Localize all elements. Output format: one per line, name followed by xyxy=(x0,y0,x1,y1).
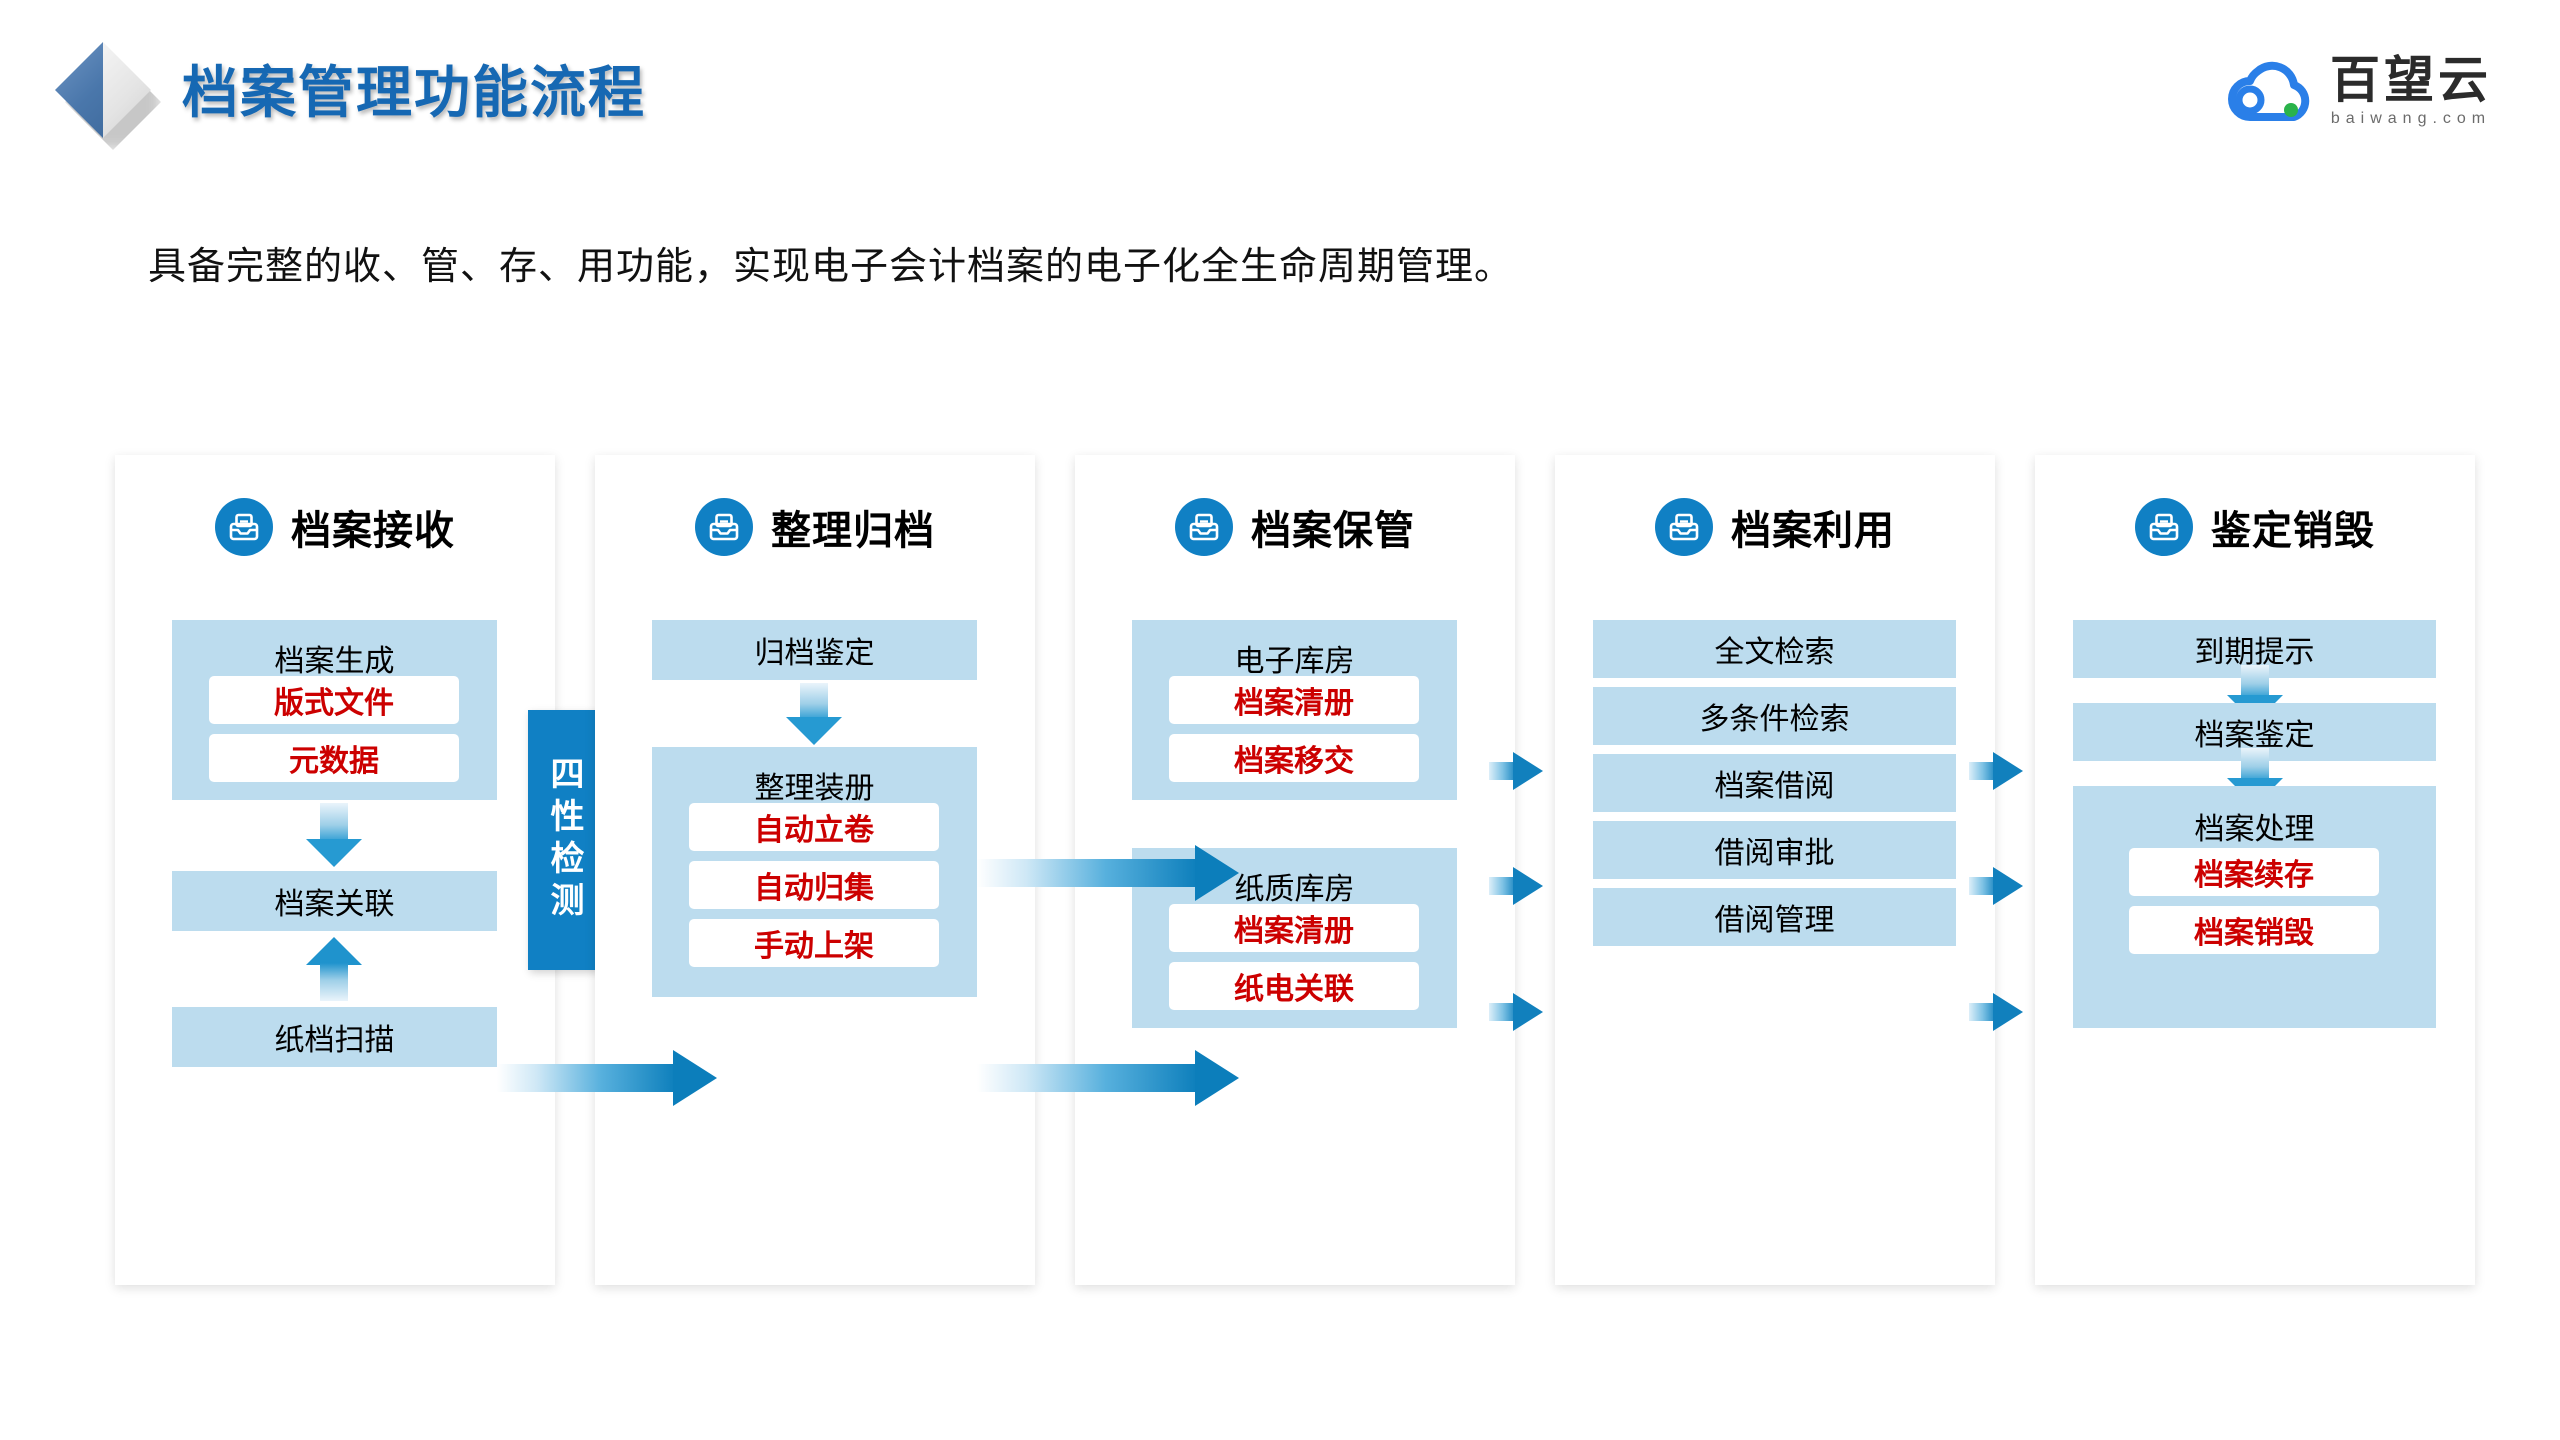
item-chip[interactable]: 自动归集 xyxy=(689,861,939,909)
item-chip[interactable]: 档案清册 xyxy=(1169,676,1419,724)
page-header: 档案管理功能流程 百望云 baiwang.com xyxy=(0,0,2560,190)
connector-arrow-small xyxy=(1489,752,1543,790)
vertical-bar-label: 四性检测 xyxy=(545,756,583,924)
inbox-icon xyxy=(1655,498,1713,556)
connector-arrow-small xyxy=(1489,867,1543,905)
group-label: 借阅管理 xyxy=(1714,904,1835,937)
arrow-down-icon xyxy=(786,683,842,745)
group-label: 到期提示 xyxy=(2194,636,2315,669)
panel-header: 档案接收 xyxy=(115,498,555,556)
group-box[interactable]: 纸档扫描 xyxy=(172,1007,497,1067)
item-chip[interactable]: 元数据 xyxy=(209,734,459,782)
panel-header: 档案利用 xyxy=(1555,498,1995,556)
panel-organize-file[interactable]: 整理归档 归档鉴定 整理装册 自动立卷 自动归集 手动上架 xyxy=(595,455,1035,1285)
inbox-icon xyxy=(2135,498,2193,556)
panel-archive-receive[interactable]: 档案接收 档案生成 版式文件 元数据 档案关联 纸档扫描 xyxy=(115,455,555,1285)
item-label: 档案清册 xyxy=(1234,687,1354,720)
panel-archive-usage[interactable]: 档案利用 全文检索 多条件检索 档案借阅 借阅审批 借阅管理 xyxy=(1555,455,1995,1285)
inbox-icon xyxy=(1175,498,1233,556)
group-label: 全文检索 xyxy=(1714,636,1835,669)
item-label: 档案销毁 xyxy=(2194,917,2314,950)
group-label: 借阅审批 xyxy=(1714,837,1835,870)
item-chip[interactable]: 自动立卷 xyxy=(689,803,939,851)
group-label: 档案关联 xyxy=(274,888,395,921)
group-box[interactable]: 电子库房 档案清册 档案移交 xyxy=(1132,620,1457,800)
item-chip[interactable]: 档案移交 xyxy=(1169,734,1419,782)
connector-arrow-right xyxy=(497,1050,717,1106)
group-box[interactable]: 借阅审批 xyxy=(1593,821,1956,879)
arrow-down-icon xyxy=(306,803,362,867)
group-box[interactable]: 档案借阅 xyxy=(1593,754,1956,812)
group-box[interactable]: 档案处理 档案续存 档案销毁 xyxy=(2073,786,2436,1028)
group-label: 档案鉴定 xyxy=(2194,719,2315,752)
connector-arrow-small xyxy=(1969,867,2023,905)
group-label: 电子库房 xyxy=(1234,645,1355,678)
item-chip[interactable]: 档案清册 xyxy=(1169,904,1419,952)
connector-arrow-small xyxy=(1969,993,2023,1031)
group-label: 整理装册 xyxy=(754,772,875,805)
group-box[interactable]: 借阅管理 xyxy=(1593,888,1956,946)
item-chip[interactable]: 纸电关联 xyxy=(1169,962,1419,1010)
group-label: 多条件检索 xyxy=(1699,703,1850,736)
flow-diagram: 档案接收 档案生成 版式文件 元数据 档案关联 纸档扫描 xyxy=(0,455,2560,1285)
item-label: 自动归集 xyxy=(754,872,874,905)
group-box[interactable]: 归档鉴定 xyxy=(652,620,977,680)
item-label: 档案清册 xyxy=(1234,915,1354,948)
baiwang-logo: 百望云 baiwang.com xyxy=(2228,45,2492,137)
inbox-icon xyxy=(695,498,753,556)
panel-title: 档案利用 xyxy=(1731,509,1895,553)
subtitle-text: 具备完整的收、管、存、用功能，实现电子会计档案的电子化全生命周期管理。 xyxy=(148,246,1514,288)
group-label: 纸质库房 xyxy=(1234,873,1355,906)
page-title: 档案管理功能流程 xyxy=(182,61,646,124)
arrow-up-icon xyxy=(306,937,362,1001)
logo-text-en: baiwang.com xyxy=(2330,110,2492,127)
connector-arrow-small xyxy=(1969,752,2023,790)
panel-title: 整理归档 xyxy=(771,509,935,553)
group-label: 档案借阅 xyxy=(1714,770,1835,803)
item-label: 版式文件 xyxy=(274,687,394,720)
group-box[interactable]: 整理装册 自动立卷 自动归集 手动上架 xyxy=(652,747,977,997)
panel-title: 鉴定销毁 xyxy=(2211,509,2375,553)
panel-header: 档案保管 xyxy=(1075,498,1515,556)
group-box[interactable]: 全文检索 xyxy=(1593,620,1956,678)
panel-appraise-destroy[interactable]: 鉴定销毁 到期提示 档案鉴定 档案处理 档案续存 档案销毁 xyxy=(2035,455,2475,1285)
group-box[interactable]: 多条件检索 xyxy=(1593,687,1956,745)
item-chip[interactable]: 档案销毁 xyxy=(2129,906,2379,954)
item-label: 手动上架 xyxy=(754,930,874,963)
item-label: 档案移交 xyxy=(1234,745,1354,778)
panel-header: 整理归档 xyxy=(595,498,1035,556)
item-chip[interactable]: 手动上架 xyxy=(689,919,939,967)
connector-arrow-right xyxy=(977,845,1242,901)
logo-text-cn: 百望云 xyxy=(2330,52,2492,108)
vertical-label-bar: 四性检测 xyxy=(528,710,600,970)
diamond-logo-icon xyxy=(55,42,161,150)
item-chip[interactable]: 档案续存 xyxy=(2129,848,2379,896)
connector-arrow-right xyxy=(977,1050,1242,1106)
item-label: 档案续存 xyxy=(2194,859,2314,892)
item-label: 元数据 xyxy=(289,745,379,778)
panel-title: 档案保管 xyxy=(1251,509,1415,553)
group-label: 档案生成 xyxy=(274,645,395,678)
item-label: 自动立卷 xyxy=(754,814,874,847)
group-label: 归档鉴定 xyxy=(754,637,875,670)
group-label: 纸档扫描 xyxy=(274,1024,395,1057)
inbox-icon xyxy=(215,498,273,556)
item-label: 纸电关联 xyxy=(1234,973,1354,1006)
group-label: 档案处理 xyxy=(2194,813,2315,846)
item-chip[interactable]: 版式文件 xyxy=(209,676,459,724)
panel-title: 档案接收 xyxy=(291,509,455,553)
panel-archive-custody[interactable]: 档案保管 电子库房 档案清册 档案移交 纸质库房 档案清册 纸电关联 xyxy=(1075,455,1515,1285)
connector-arrow-small xyxy=(1489,993,1543,1031)
group-box[interactable]: 档案生成 版式文件 元数据 xyxy=(172,620,497,800)
cloud-icon xyxy=(2228,55,2316,127)
panel-header: 鉴定销毁 xyxy=(2035,498,2475,556)
group-box[interactable]: 档案关联 xyxy=(172,871,497,931)
